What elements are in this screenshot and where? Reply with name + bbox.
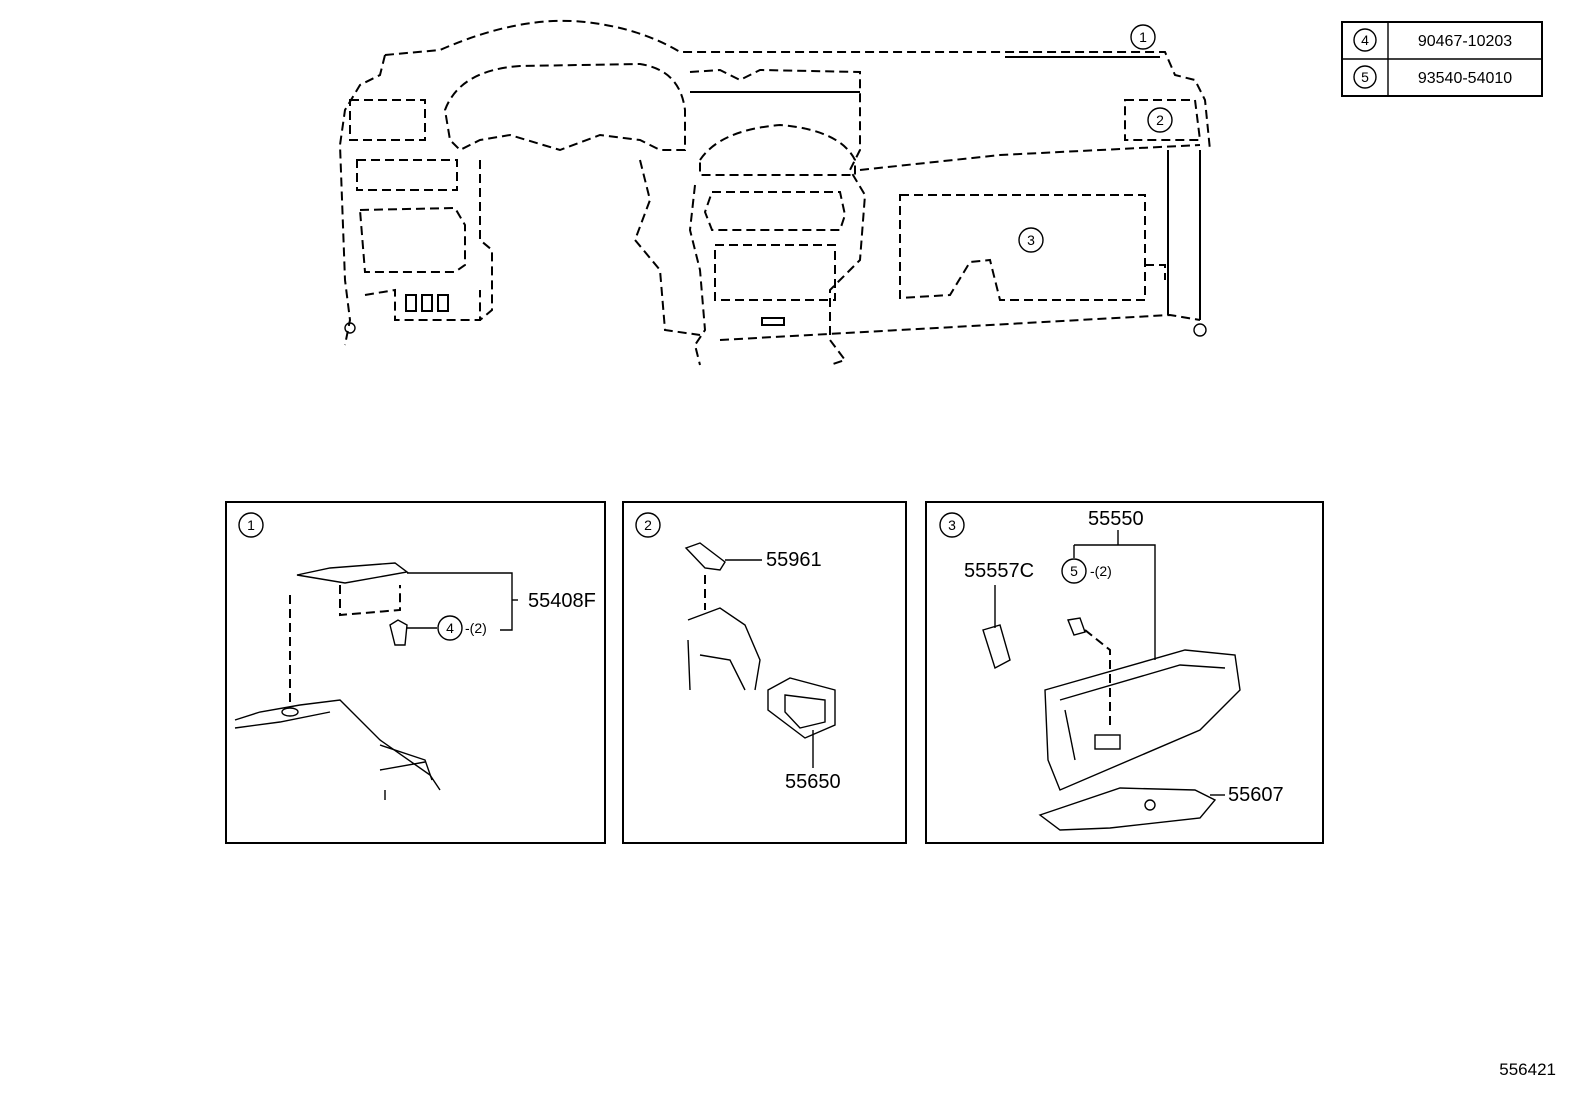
svg-text:93540-54010: 93540-54010 bbox=[1418, 70, 1512, 87]
part-label-55550: 55550 bbox=[1088, 508, 1144, 530]
svg-text:5: 5 bbox=[1361, 69, 1369, 85]
overview-callout-1: 1 bbox=[1130, 24, 1156, 50]
qty-label: -(2) bbox=[465, 620, 487, 636]
overview-callout-2: 2 bbox=[1147, 107, 1173, 133]
overview-callout-3: 3 bbox=[1018, 227, 1044, 253]
screw-ref-5: 5 bbox=[1070, 563, 1078, 579]
instrument-panel-overview bbox=[338, 19, 1211, 366]
parts-table-row-4: 4 90467-10203 bbox=[1353, 28, 1512, 52]
part-label-55650: 55650 bbox=[785, 771, 841, 793]
svg-text:90467-10203: 90467-10203 bbox=[1418, 33, 1512, 50]
panel-3-number: 3 bbox=[948, 517, 956, 533]
part-label-55408F: 55408F bbox=[528, 590, 596, 612]
fastener-ref-4: 4 bbox=[446, 620, 454, 636]
detail-panel-3: 3 55550 5 -(2) 55557C 55607 bbox=[925, 501, 1324, 844]
qty-label: -(2) bbox=[1090, 563, 1112, 579]
svg-text:2: 2 bbox=[1156, 112, 1164, 128]
svg-text:3: 3 bbox=[1027, 232, 1035, 248]
parts-table: 4 90467-10203 5 93540-54010 bbox=[1341, 21, 1543, 97]
part-label-55607: 55607 bbox=[1228, 784, 1284, 806]
svg-text:1: 1 bbox=[1139, 29, 1147, 45]
svg-text:4: 4 bbox=[1361, 32, 1369, 48]
parts-table-row-5: 5 93540-54010 bbox=[1353, 65, 1512, 89]
detail-panel-2: 2 55961 55650 bbox=[622, 501, 907, 844]
panel-2-number: 2 bbox=[644, 517, 652, 533]
part-label-55557C: 55557C bbox=[964, 560, 1034, 582]
detail-panel-1: 1 4 -(2) 55408F bbox=[225, 501, 606, 844]
diagram-id: 556421 bbox=[1499, 1060, 1556, 1079]
part-label-55961: 55961 bbox=[766, 549, 822, 571]
panel-1-number: 1 bbox=[247, 517, 255, 533]
